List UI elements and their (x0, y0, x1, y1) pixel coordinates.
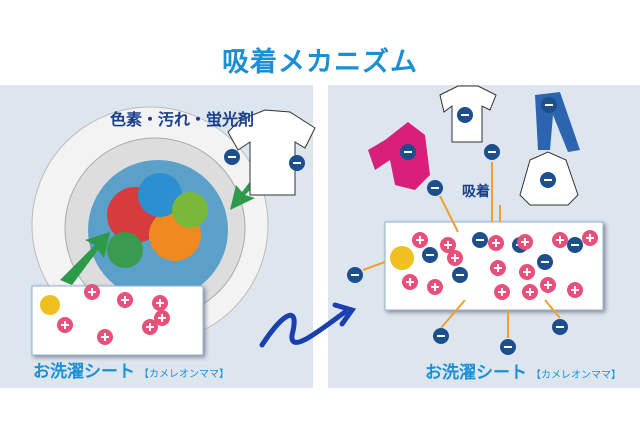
positive-charge-icon (142, 319, 158, 335)
positive-charge-icon (57, 317, 73, 333)
positive-charge-icon (519, 264, 535, 280)
negative-charge-icon (567, 237, 583, 253)
adsorb-label: 吸着 (462, 184, 490, 200)
negative-charge-icon (541, 97, 557, 113)
sheet-name: お洗濯シート (33, 362, 135, 382)
transition-arrow-icon (259, 309, 348, 348)
positive-charge-icon (84, 284, 100, 300)
jeans-icon (535, 92, 580, 152)
stains-label: 色素・汚れ・蛍光剤 (110, 110, 255, 129)
positive-charge-icon (494, 284, 510, 300)
green-arrow-icon (60, 232, 110, 285)
brand-name: 【カメレオンママ】 (531, 370, 621, 381)
positive-charge-icon (522, 284, 538, 300)
negative-charge-icon (457, 107, 473, 123)
negative-charge-icon (224, 149, 240, 165)
positive-charge-icon (97, 329, 113, 345)
negative-charge-icon (400, 144, 416, 160)
positive-charge-icon (582, 230, 598, 246)
negative-charge-icon (537, 254, 553, 270)
negative-charge-icon (422, 247, 438, 263)
positive-charge-icon (567, 282, 583, 298)
negative-charge-icon (427, 180, 443, 196)
adsorption-arrow-icon (440, 299, 466, 329)
chameleon-logo (390, 246, 414, 270)
sheet-label: お洗濯シート【カメレオンママ】 (33, 357, 229, 382)
positive-charge-icon (517, 234, 533, 250)
adsorption-arrow-icon (362, 261, 386, 271)
adsorption-arrow-icon (544, 299, 561, 319)
positive-charge-icon (427, 279, 443, 295)
positive-charge-icon (154, 310, 170, 326)
negative-charge-icon (347, 267, 363, 283)
positive-charge-icon (152, 295, 168, 311)
sheet-label: お洗濯シート【カメレオンママ】 (425, 358, 621, 383)
positive-charge-icon (447, 250, 463, 266)
page-title: 吸着メカニズム (222, 47, 418, 78)
negative-charge-icon (289, 155, 305, 171)
positive-charge-icon (117, 292, 133, 308)
positive-charge-icon (552, 232, 568, 248)
positive-charge-icon (402, 274, 418, 290)
negative-charge-icon (540, 172, 556, 188)
positive-charge-icon (488, 235, 504, 251)
sheet-name: お洗濯シート (425, 363, 527, 383)
positive-charge-icon (540, 277, 556, 293)
positive-charge-icon (440, 237, 456, 253)
positive-charge-icon (412, 232, 428, 248)
adsorption-arrow-icon (439, 195, 459, 233)
negative-charge-icon (433, 328, 449, 344)
positive-charge-icon (490, 260, 506, 276)
negative-charge-icon (452, 267, 468, 283)
chameleon-logo (40, 295, 60, 315)
laundry-sheet (31, 285, 204, 356)
negative-charge-icon (484, 144, 500, 160)
brand-name: 【カメレオンママ】 (139, 369, 229, 380)
negative-charge-icon (472, 232, 488, 248)
negative-charge-icon (552, 319, 568, 335)
washing-machine-icon (31, 106, 269, 344)
pink-shirt-icon (368, 122, 430, 190)
negative-charge-icon (500, 339, 516, 355)
